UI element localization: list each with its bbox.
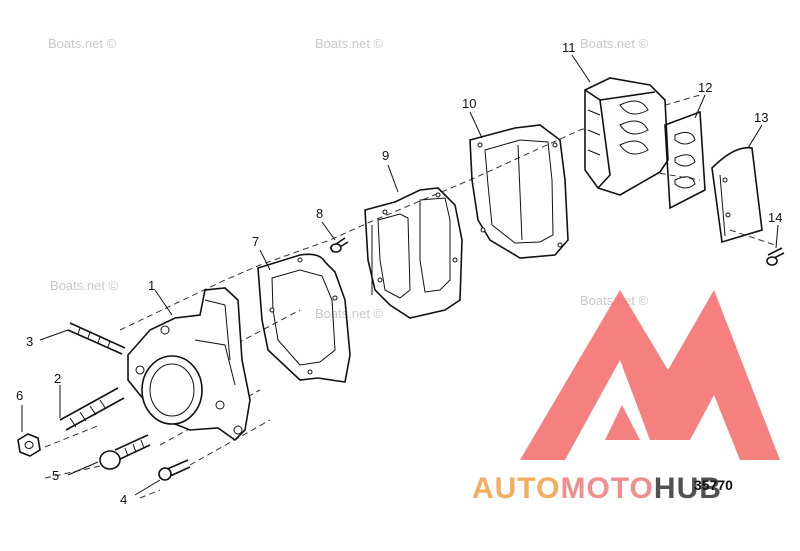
- callout-12: 12: [698, 80, 712, 95]
- watermarks: Boats.net © Boats.net © Boats.net © Boat…: [48, 36, 649, 321]
- callout-11: 11: [562, 40, 576, 55]
- part-number: 35770: [694, 477, 733, 493]
- housing-part-1: [127, 287, 251, 442]
- callout-14: 14: [768, 210, 782, 225]
- gasket-part-10: [469, 124, 569, 259]
- callout-13: 13: [754, 110, 768, 125]
- callout-7: 7: [252, 234, 259, 249]
- brand-moto: MOTO: [560, 472, 653, 505]
- reed-stop-part-13: [711, 146, 763, 244]
- screw-part-8: [329, 237, 349, 253]
- brand-text: AUTOMOTOHUB: [472, 472, 722, 505]
- reed-block-part-11: [584, 77, 669, 196]
- bolt-part-5: [99, 434, 151, 470]
- watermark: Boats.net ©: [315, 36, 384, 51]
- watermark: Boats.net ©: [315, 306, 384, 321]
- callout-4: 4: [120, 492, 127, 507]
- bolt-part-4: [158, 459, 191, 481]
- stud-part-2: [59, 387, 125, 431]
- callout-2: 2: [54, 371, 61, 386]
- logo-inner-mark: [605, 405, 640, 440]
- brand-auto: AUTO: [472, 472, 560, 505]
- stud-part-3: [67, 322, 126, 355]
- callout-10: 10: [462, 96, 476, 111]
- gasket-part-7: [257, 253, 351, 383]
- callout-5: 5: [52, 468, 59, 483]
- leader-lines: [21, 54, 779, 496]
- nut-part-6: [17, 433, 41, 457]
- screw-part-14: [766, 247, 785, 266]
- callout-8: 8: [316, 206, 323, 221]
- logo-outer-triangle: [520, 290, 780, 460]
- callout-9: 9: [382, 148, 389, 163]
- reed-part-12: [664, 110, 706, 210]
- spacer-part-9: [364, 187, 463, 319]
- brand-hub: HUB: [654, 472, 722, 505]
- callouts: 1 2 3 4 5 6 7 8 9 10 11 12 13 14: [16, 40, 782, 507]
- callout-1: 1: [148, 278, 155, 293]
- watermark: Boats.net ©: [50, 278, 119, 293]
- callout-3: 3: [26, 334, 33, 349]
- callout-6: 6: [16, 388, 23, 403]
- automotohub-logo: AUTOMOTOHUB: [472, 290, 780, 505]
- watermark: Boats.net ©: [48, 36, 117, 51]
- watermark: Boats.net ©: [580, 36, 649, 51]
